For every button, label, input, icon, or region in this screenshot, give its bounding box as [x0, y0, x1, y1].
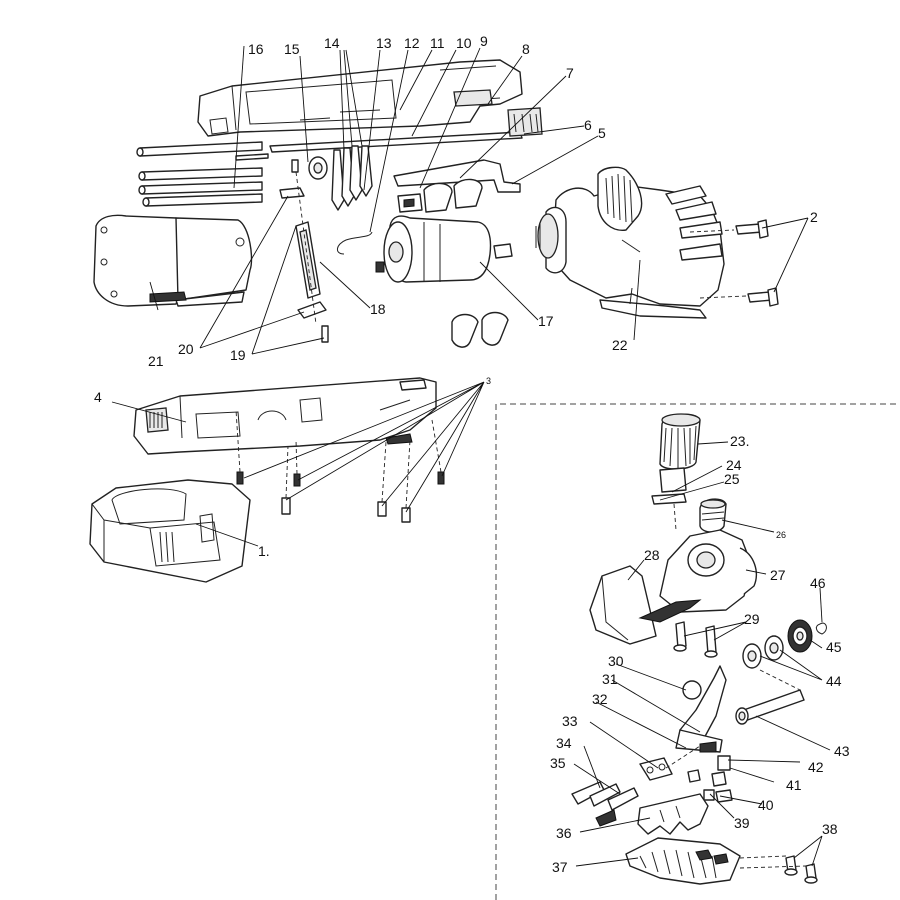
- label-34: 34: [556, 735, 572, 751]
- label-27: 27: [770, 567, 786, 583]
- motor-clips: [451, 311, 509, 348]
- charger: [89, 479, 251, 583]
- gear-housing: [535, 166, 725, 319]
- subassembly-boundary: [495, 403, 900, 900]
- label-16: 16: [248, 41, 264, 57]
- motor: [375, 215, 513, 283]
- label-46: 46: [810, 575, 826, 591]
- label-21: 21: [148, 353, 164, 369]
- label-35: 35: [550, 755, 566, 771]
- label-23: 23.: [730, 433, 749, 449]
- label-36: 36: [556, 825, 572, 841]
- label-41: 41: [786, 777, 802, 793]
- lower-screws: [235, 409, 445, 523]
- label-40: 40: [758, 797, 774, 813]
- label-26: 26: [776, 530, 786, 540]
- label-10: 10: [456, 35, 472, 51]
- slide-switch-bar: [269, 107, 543, 153]
- label-8: 8: [522, 41, 530, 57]
- cutter-blade: [637, 793, 709, 835]
- gear-wheel: [787, 619, 813, 653]
- label-12: 12: [404, 35, 420, 51]
- knob-spacer: [651, 467, 687, 531]
- guide-rods: [136, 141, 269, 207]
- label-29: 29: [744, 611, 760, 627]
- label-17: 17: [538, 313, 554, 329]
- lower-housing: [133, 377, 437, 455]
- switch-bracket: [393, 159, 521, 213]
- label-19: 19: [230, 347, 246, 363]
- label-7: 7: [566, 65, 574, 81]
- eccentric-shaft: [735, 669, 805, 725]
- label-31: 31: [602, 671, 618, 687]
- battery-pack: [93, 214, 253, 307]
- head-cover: [589, 565, 702, 645]
- label-3: 3: [486, 376, 491, 386]
- label-33: 33: [562, 713, 578, 729]
- leader-lines: [111, 45, 831, 867]
- head-casing: [659, 529, 758, 613]
- contact-springs: [308, 145, 373, 255]
- label-4: 4: [94, 389, 102, 405]
- label-30: 30: [608, 653, 624, 669]
- bearings: [742, 635, 784, 669]
- label-13: 13: [376, 35, 392, 51]
- label-32: 32: [592, 691, 608, 707]
- label-5: 5: [598, 125, 606, 141]
- lever-plate: [639, 745, 701, 781]
- label-1: 1.: [258, 543, 270, 559]
- label-42: 42: [808, 759, 824, 775]
- upper-housing: [197, 59, 523, 137]
- fork-lever: [675, 665, 727, 753]
- label-18: 18: [370, 301, 386, 317]
- circlip: [815, 622, 827, 635]
- label-9: 9: [480, 33, 488, 49]
- label-22: 22: [612, 337, 628, 353]
- label-25: 25: [724, 471, 740, 487]
- label-6: 6: [584, 117, 592, 133]
- small-fasteners: [687, 755, 733, 803]
- label-15: 15: [284, 41, 300, 57]
- label-39: 39: [734, 815, 750, 831]
- label-28: 28: [644, 547, 660, 563]
- label-2: 2: [810, 209, 818, 225]
- label-24: 24: [726, 457, 742, 473]
- battery-terminals: [279, 159, 329, 343]
- label-14: 14: [324, 35, 340, 51]
- part-labels: 16 15 14 13 12 11 10 9 8 7 6 5 2 21 20 1…: [94, 33, 850, 875]
- label-11: 11: [430, 35, 445, 51]
- tension-knob: [659, 413, 701, 470]
- label-37: 37: [552, 859, 568, 875]
- label-45: 45: [826, 639, 842, 655]
- label-38: 38: [822, 821, 838, 837]
- housing-screws: [689, 219, 779, 307]
- pins: [673, 621, 718, 658]
- label-20: 20: [178, 341, 194, 357]
- comb-clamps: [571, 781, 639, 827]
- label-44: 44: [826, 673, 842, 689]
- label-43: 43: [834, 743, 850, 759]
- comb-screws: [739, 855, 818, 884]
- bushing: [699, 498, 727, 533]
- comb-blade: [625, 837, 741, 885]
